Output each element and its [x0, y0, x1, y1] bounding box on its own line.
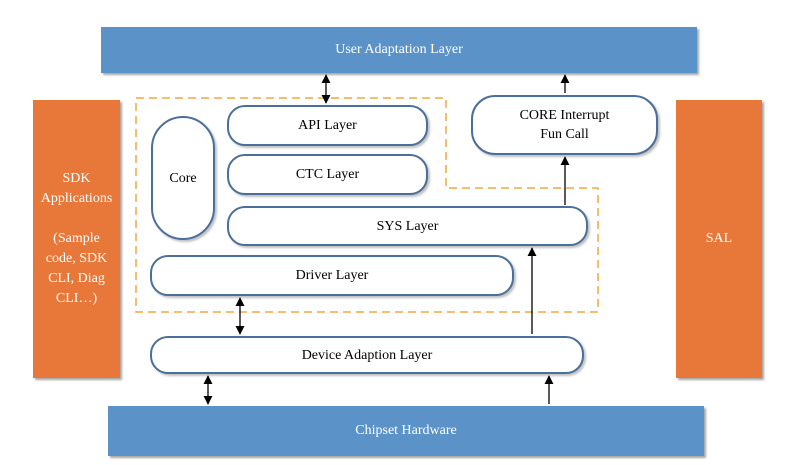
- device-adaption-layer-label: Device Adaption Layer: [301, 347, 433, 363]
- core-label: Core: [169, 170, 197, 186]
- core-interrupt-block: CORE Interrupt Fun Call: [471, 95, 658, 155]
- api-layer: API Layer: [227, 105, 428, 146]
- driver-layer: Driver Layer: [150, 255, 514, 296]
- chipset-hardware-label: Chipset Hardware: [355, 423, 457, 438]
- sdk-applications: SDK Applications (Sample code, SDK CLI, …: [33, 100, 120, 378]
- core-interrupt-line1: CORE Interrupt: [519, 108, 610, 123]
- ctc-layer: CTC Layer: [227, 154, 428, 195]
- sys-layer: SYS Layer: [227, 206, 588, 246]
- sdk-title-line1: SDK: [62, 171, 91, 186]
- sdk-title-line2: Applications: [40, 191, 113, 206]
- sdk-detail-line4: CLI…): [55, 291, 98, 306]
- sdk-detail-line2: code, SDK: [45, 251, 108, 266]
- driver-layer-label: Driver Layer: [295, 268, 369, 283]
- device-adaption-layer: Device Adaption Layer: [150, 336, 584, 374]
- chipset-hardware: Chipset Hardware: [108, 406, 704, 456]
- core-block: Core: [151, 116, 215, 240]
- sdk-detail-line1: (Sample: [53, 231, 100, 246]
- api-layer-label: API Layer: [298, 118, 357, 133]
- core-interrupt-line2: Fun Call: [540, 127, 589, 142]
- ctc-layer-label: CTC Layer: [295, 167, 360, 182]
- sal-block: SAL: [676, 100, 762, 378]
- user-adaptation-layer-label: User Adaptation Layer: [335, 42, 463, 57]
- sal-label: SAL: [705, 231, 733, 246]
- user-adaptation-layer: User Adaptation Layer: [101, 27, 697, 73]
- sys-layer-label: SYS Layer: [376, 218, 439, 234]
- sdk-detail-line3: CLI, Diag: [48, 271, 105, 286]
